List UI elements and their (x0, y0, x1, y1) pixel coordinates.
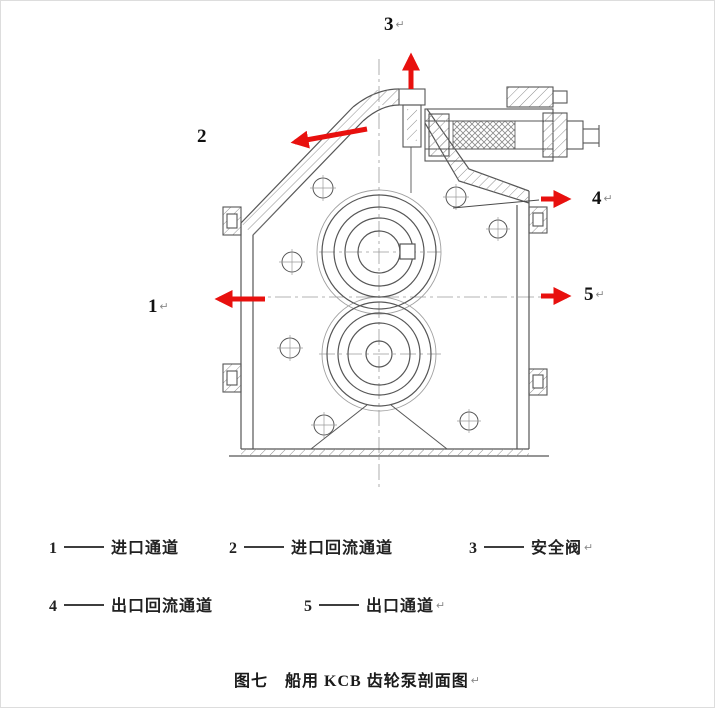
lower-gear (326, 301, 432, 407)
legend-label: 安全阀 (531, 540, 583, 557)
bolt-holes (277, 175, 510, 438)
legend-dash (484, 546, 524, 548)
legend-item-outlet-return-channel: 4 出口回流通道 (49, 597, 213, 616)
return-mark: ↵ (470, 675, 481, 687)
legend-dash (64, 546, 104, 548)
legend-number: 3 (469, 540, 477, 557)
return-mark: ↵ (436, 600, 446, 612)
legend-number: 1 (49, 540, 57, 557)
pump-cross-section-drawing (214, 52, 600, 491)
legend-dash (319, 604, 359, 606)
return-mark: ↵ (395, 19, 405, 31)
legend-number: 5 (304, 598, 312, 615)
figure-caption-text: 图七 船用 KCB 齿轮泵剖面图 (234, 673, 469, 690)
return-mark: ↵ (595, 289, 605, 301)
callout-1: 1↵ (148, 297, 169, 316)
legend-label: 出口回流通道 (111, 598, 214, 615)
callout-1-number: 1 (148, 296, 158, 317)
legend-item-outlet-channel: 5 出口通道↵ (304, 597, 445, 616)
return-mark: ↵ (159, 301, 169, 313)
legend-label: 进口回流通道 (291, 540, 394, 557)
figure-caption: 图七 船用 KCB 齿轮泵剖面图↵ (1, 667, 714, 691)
flow-arrow-2-inlet-return (290, 126, 368, 149)
callout-3: 3↵ (384, 15, 405, 34)
return-mark: ↵ (584, 542, 594, 554)
leader-line-4 (452, 199, 540, 209)
callout-2-number: 2 (197, 126, 207, 147)
return-mark: ↵ (603, 193, 613, 205)
legend-item-safety-valve: 3 安全阀↵ (469, 539, 593, 558)
legend-label: 出口通道 (366, 598, 435, 615)
callout-4-number: 4 (592, 188, 602, 209)
legend-number: 4 (49, 598, 57, 615)
bottom-ribs (310, 404, 448, 450)
legend-item-inlet-return-channel: 2 进口回流通道 (229, 539, 393, 558)
mounting-lugs (222, 206, 548, 396)
legend-label: 进口通道 (111, 540, 180, 557)
callout-5: 5↵ (584, 285, 605, 304)
relief-valve-assembly (398, 86, 600, 193)
callout-4: 4↵ (592, 189, 613, 208)
legend-item-inlet-channel: 1 进口通道 (49, 539, 179, 558)
legend-dash (244, 546, 284, 548)
flow-arrows (214, 52, 572, 308)
legend-number: 2 (229, 540, 237, 557)
pump-housing (229, 88, 549, 457)
callout-2: 2 (197, 127, 207, 146)
legend-dash (64, 604, 104, 606)
upper-gear (321, 194, 437, 310)
callout-3-number: 3 (384, 14, 394, 35)
callout-5-number: 5 (584, 284, 594, 305)
